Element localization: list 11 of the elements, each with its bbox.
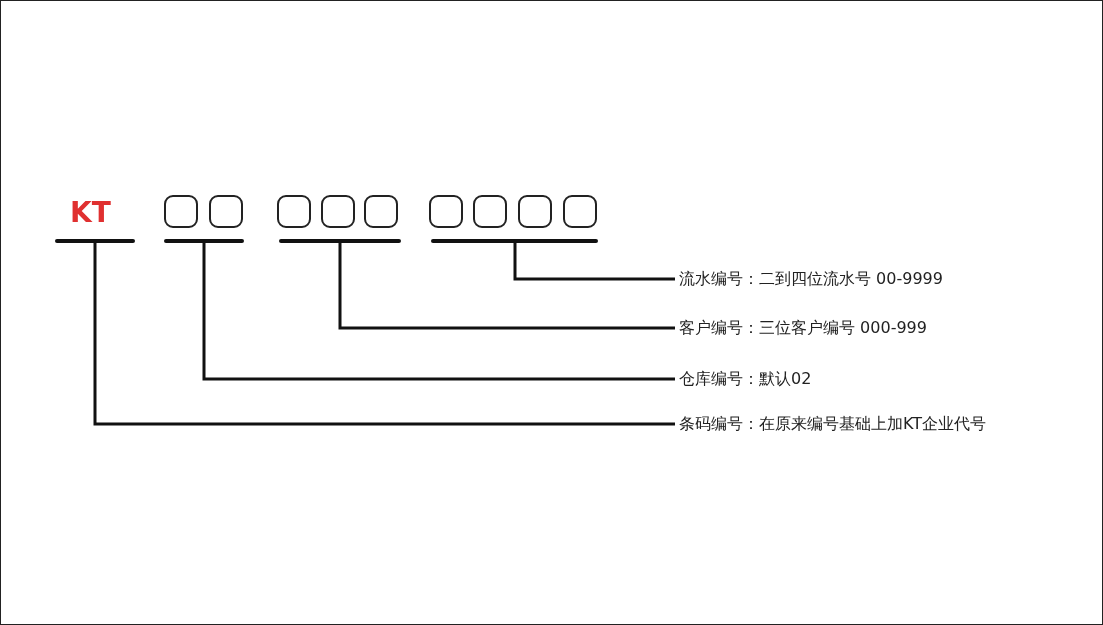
field-description-text: 客户编号：三位客户编号 000-999 xyxy=(679,317,927,339)
underline-bar xyxy=(55,239,135,243)
underline-bar xyxy=(164,239,244,243)
underline-bar xyxy=(431,239,598,243)
field-description-text: 仓库编号：默认02 xyxy=(679,368,812,390)
leader-line xyxy=(93,243,675,426)
field-description-text: 条码编号：在原来编号基础上加KT企业代号 xyxy=(679,413,987,435)
field-description-text: 流水编号：二到四位流水号 00-9999 xyxy=(679,268,943,290)
underline-bar xyxy=(279,239,401,243)
leader-line xyxy=(338,243,675,330)
code-prefix-text: KT xyxy=(70,198,111,228)
